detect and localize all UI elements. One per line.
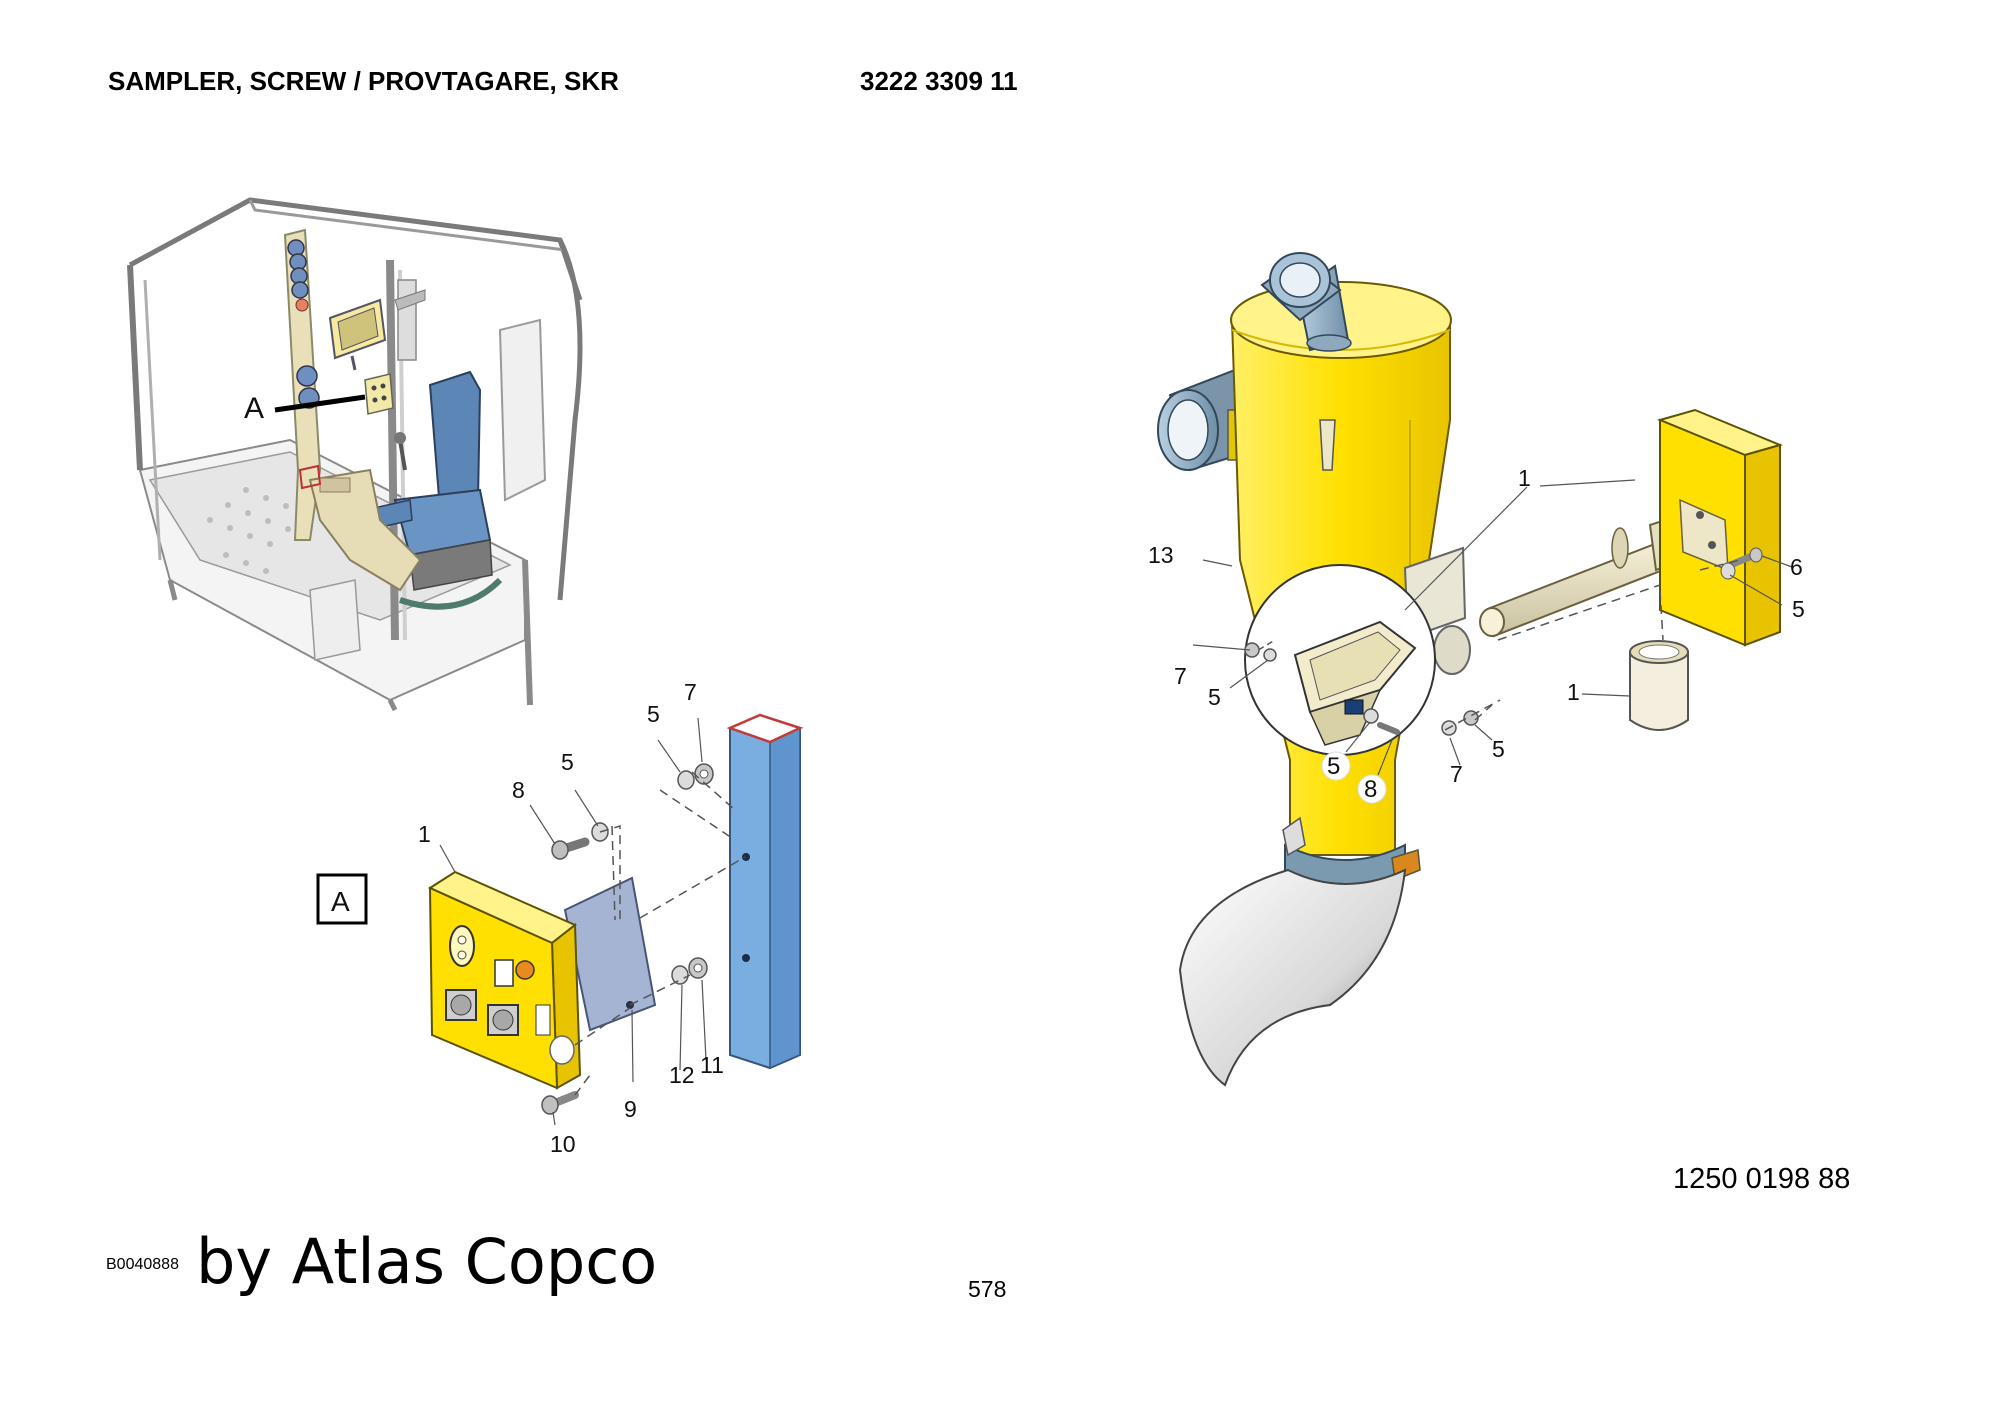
callout-7-right-a: 7 xyxy=(1174,663,1187,689)
callout-5-right-a: 5 xyxy=(1792,596,1805,622)
callout-5-right-c: 5 xyxy=(1327,753,1340,780)
drawing-number: 1250 0198 88 xyxy=(1673,1163,1851,1195)
callout-1-right-a: 1 xyxy=(1518,465,1531,491)
bracket-plate xyxy=(563,876,657,1032)
callout-5-left-a: 5 xyxy=(561,749,574,775)
part-number: 3222 3309 11 xyxy=(860,66,1018,96)
detail-a-assembly: A xyxy=(316,679,804,1157)
callout-11-left: 11 xyxy=(700,1052,724,1078)
sampler-assembly: 1 1 5 5 5 5 6 7 7 8 13 xyxy=(1148,252,1805,1087)
callout-7-left: 7 xyxy=(684,679,697,705)
callout-5-left-b: 5 xyxy=(647,701,660,727)
page-title: SAMPLER, SCREW / PROVTAGARE, SKR xyxy=(108,66,619,96)
cab-illustration: A xyxy=(127,197,583,712)
drawing-code: B0040888 xyxy=(106,1256,179,1273)
sample-jar xyxy=(1629,640,1689,731)
callout-12-left: 12 xyxy=(669,1062,695,1088)
callout-13-right: 13 xyxy=(1148,542,1174,568)
sampler-detail-magnifier xyxy=(1244,564,1436,756)
detail-box xyxy=(316,873,368,925)
view-marker-label: A xyxy=(244,392,264,425)
detail-box-label: A xyxy=(331,886,350,917)
callout-1-left: 1 xyxy=(418,821,431,847)
callout-6-right: 6 xyxy=(1790,554,1803,580)
callout-9-left: 9 xyxy=(624,1096,637,1122)
page-number: 578 xyxy=(968,1276,1007,1302)
mounting-column xyxy=(726,713,804,1070)
callout-10-left: 10 xyxy=(550,1131,576,1157)
callout-5-right-d: 5 xyxy=(1492,736,1505,762)
callout-8-right: 8 xyxy=(1364,776,1377,803)
callout-7-right-b: 7 xyxy=(1450,761,1463,787)
callout-5-right-b: 5 xyxy=(1208,684,1221,710)
callout-8-left: 8 xyxy=(512,777,525,803)
atlas-copco-tagline: by Atlas Copco xyxy=(196,1225,658,1298)
callout-1-right-b: 1 xyxy=(1567,679,1580,705)
